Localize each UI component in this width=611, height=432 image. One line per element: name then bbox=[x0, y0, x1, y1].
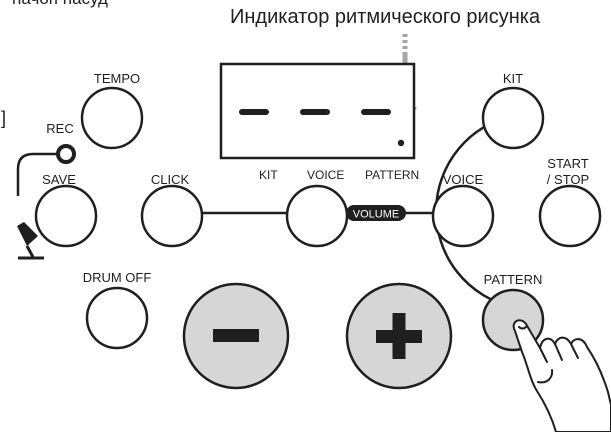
volume-badge bbox=[346, 205, 406, 221]
volume-voice-button[interactable] bbox=[285, 184, 349, 248]
display-dash-3 bbox=[361, 109, 391, 115]
save-label: SAVE bbox=[42, 172, 76, 187]
voice-label: VOICE bbox=[443, 172, 484, 187]
plus-icon bbox=[376, 313, 422, 359]
display-dash-2 bbox=[300, 109, 330, 115]
drum-off-button[interactable] bbox=[85, 286, 149, 350]
display-label-kit: KIT bbox=[259, 168, 278, 182]
rec-indicator[interactable] bbox=[56, 144, 76, 164]
rhythm-pattern-indicator-caption: Индикатор ритмического рисунка bbox=[230, 6, 541, 28]
kit-button[interactable] bbox=[481, 86, 545, 150]
pen-icon bbox=[17, 222, 44, 260]
rhythm-pattern-indicator-dot bbox=[397, 139, 405, 147]
click-label: CLICK bbox=[151, 172, 190, 187]
start-stop-label-line1: START bbox=[547, 156, 588, 171]
pressing-hand-icon bbox=[512, 319, 611, 432]
pattern-label: PATTERN bbox=[484, 272, 543, 287]
display-label-pattern: PATTERN bbox=[365, 168, 419, 182]
tempo-button[interactable] bbox=[80, 86, 144, 150]
top-left-fragment-text: начоп насуд bbox=[12, 0, 108, 8]
voice-button[interactable] bbox=[431, 184, 495, 248]
side-bracket-text: ] bbox=[1, 108, 6, 128]
display-label-voice: VOICE bbox=[307, 168, 344, 182]
plus-button[interactable] bbox=[345, 282, 453, 390]
kit-label: KIT bbox=[503, 71, 523, 86]
click-button[interactable] bbox=[140, 184, 204, 248]
minus-button[interactable] bbox=[182, 282, 290, 390]
start-stop-label-line2: / STOP bbox=[547, 172, 589, 187]
drum-off-label: DRUM OFF bbox=[83, 270, 152, 285]
start-stop-button[interactable] bbox=[538, 184, 602, 248]
tempo-label: TEMPO bbox=[94, 71, 140, 86]
rec-label: REC bbox=[46, 121, 73, 136]
save-button[interactable] bbox=[34, 184, 98, 248]
volume-badge-label: VOLUME bbox=[353, 209, 399, 221]
minus-icon bbox=[213, 329, 259, 342]
lcd-display bbox=[219, 62, 416, 160]
rec-connector-line bbox=[16, 152, 58, 196]
display-dash-1 bbox=[239, 109, 269, 115]
